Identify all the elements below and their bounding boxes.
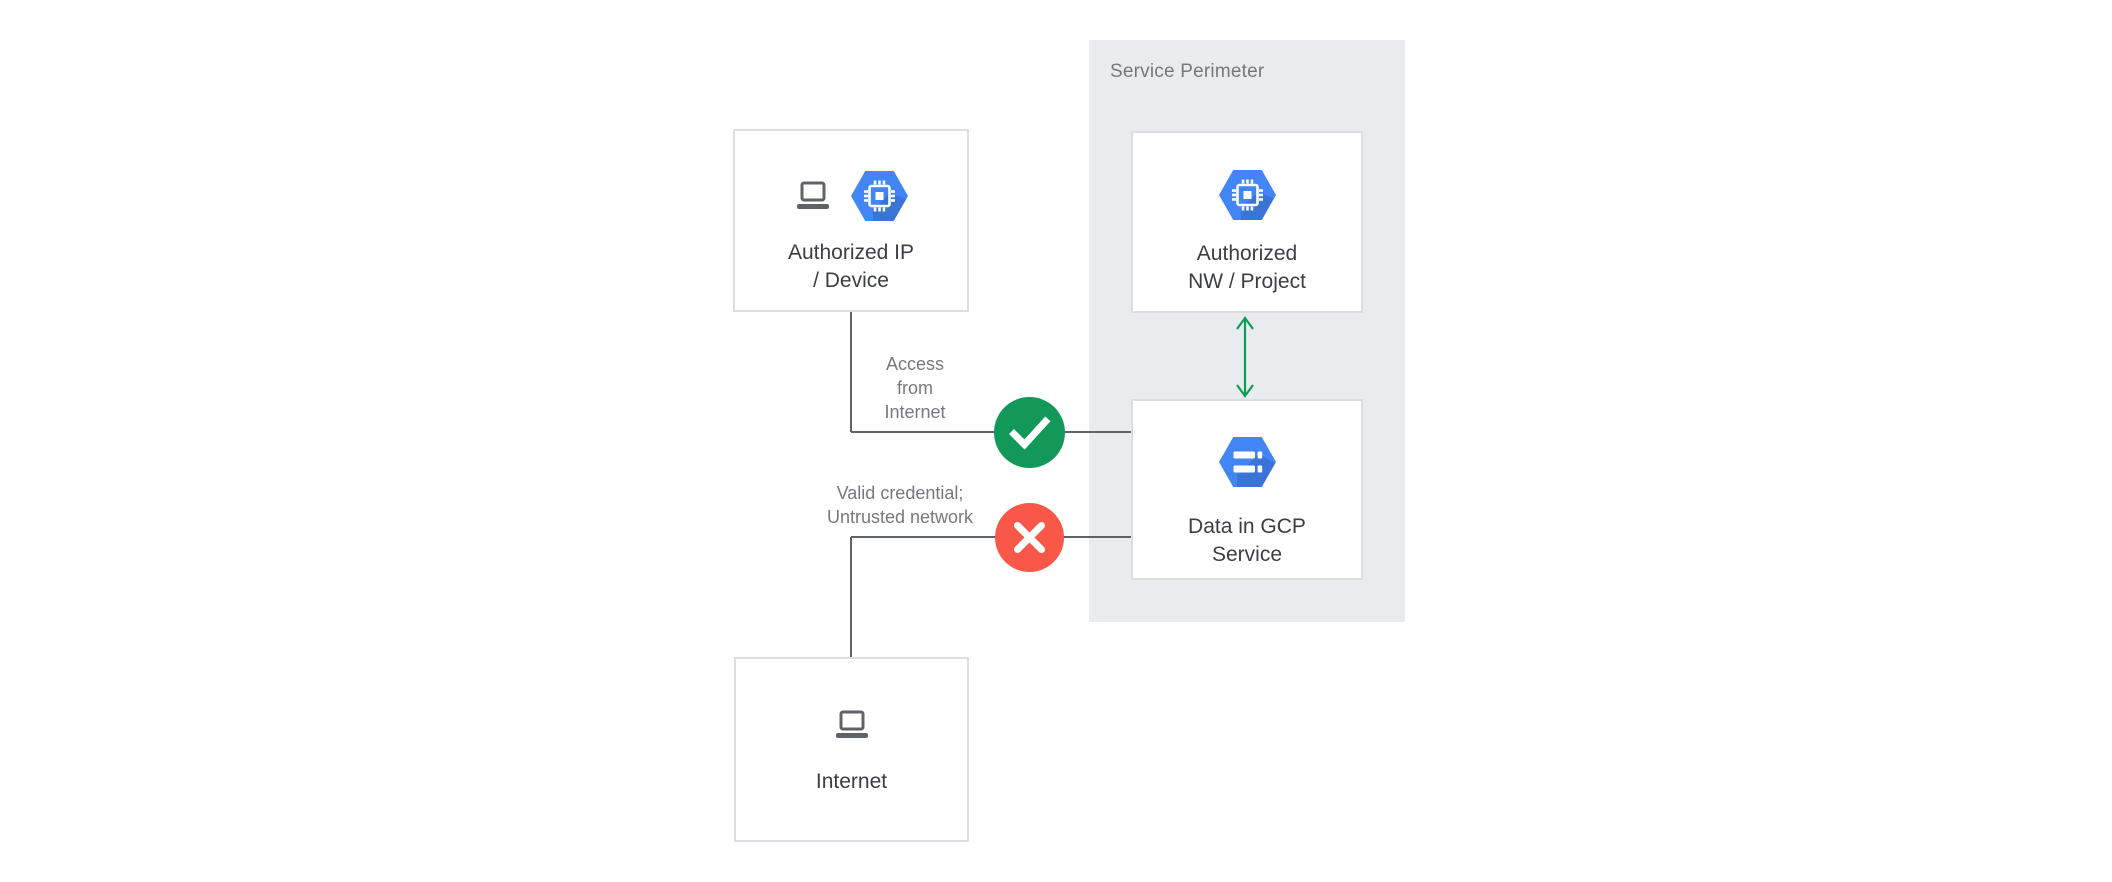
edge-label-line: Valid credential; <box>836 483 964 503</box>
node-label-line: Internet <box>815 770 888 793</box>
edge-label-access-from-internet: Access from Internet <box>845 352 985 424</box>
edge-label-line: from <box>897 378 933 398</box>
edge-label-line: Internet <box>884 402 946 422</box>
laptop-icon <box>797 181 829 209</box>
edge-blocked-horizontal-line <box>851 536 1131 538</box>
node-data-in-gcp-service: Data in GCP Service <box>1131 399 1363 580</box>
node-internet: Internet <box>734 657 969 842</box>
blocked-status-badge <box>995 503 1064 572</box>
gcp-compute-engine-icon <box>1219 170 1276 220</box>
node-authorized-nw-project: Authorized NW / Project <box>1131 131 1363 313</box>
edge-label-line: Access <box>885 354 945 374</box>
edge-allowed-horizontal-line <box>851 431 1131 433</box>
node-label-line: NW / Project <box>1188 270 1306 293</box>
edge-label-line: Untrusted network <box>826 507 974 527</box>
node-label: Internet <box>736 768 967 796</box>
node-label: Authorized NW / Project <box>1133 240 1361 296</box>
node-label-line: Service <box>1211 543 1283 566</box>
node-label-line: Data in GCP <box>1188 515 1306 538</box>
gcp-compute-engine-icon <box>851 171 908 221</box>
node-authorized-ip-device: Authorized IP / Device <box>733 129 969 312</box>
edge-blocked-vertical-line <box>850 537 852 657</box>
node-label: Data in GCP Service <box>1133 513 1361 569</box>
node-label-line: / Device <box>813 269 889 292</box>
edge-label-untrusted-network: Valid credential; Untrusted network <box>800 481 1000 529</box>
service-perimeter-label: Service Perimeter <box>1110 61 1265 82</box>
check-icon <box>1009 416 1051 450</box>
node-label-line: Authorized IP <box>787 241 915 264</box>
gcp-cloud-storage-icon <box>1219 437 1276 487</box>
laptop-icon <box>836 710 868 738</box>
double-arrow-icon <box>1236 316 1254 398</box>
edge-allowed-vertical-line <box>850 312 852 432</box>
allowed-status-badge <box>994 397 1065 468</box>
node-label-line: Authorized <box>1196 242 1298 265</box>
cross-icon <box>1014 522 1045 553</box>
node-label: Authorized IP / Device <box>735 239 967 295</box>
